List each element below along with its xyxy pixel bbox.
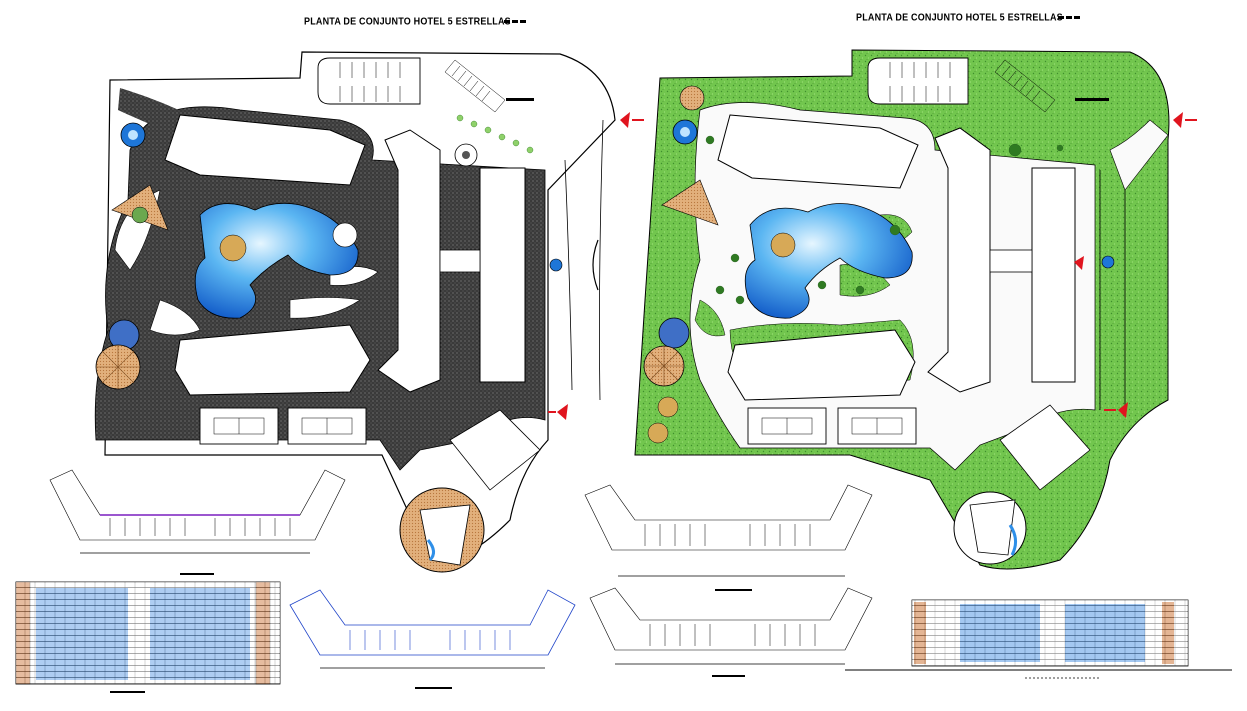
- floor-plan-left: [49, 469, 346, 575]
- floor-plan-blue: [289, 589, 576, 689]
- scale-bar-icon: [504, 20, 526, 23]
- site-plan-right: [634, 49, 1197, 570]
- elevation-right: [845, 599, 1232, 679]
- building-east-2: [479, 167, 526, 383]
- site-plan-left: [94, 51, 644, 573]
- pool-main-right: [744, 203, 913, 319]
- scale-bar-icon: [1058, 16, 1080, 19]
- elevation-left: [15, 581, 281, 693]
- building-north: [164, 114, 366, 186]
- pool-main: [194, 202, 359, 319]
- building-east-1: [377, 129, 441, 393]
- parking-north: [317, 57, 421, 105]
- floor-plan-mid-bottom: [589, 587, 873, 677]
- floor-plan-mid-top: [584, 484, 873, 591]
- north-arrow-icon: [548, 112, 644, 420]
- title-right-plan: PLANTA DE CONJUNTO HOTEL 5 ESTRELLAS: [856, 11, 1063, 23]
- title-left-plan: PLANTA DE CONJUNTO HOTEL 5 ESTRELLAS: [304, 15, 511, 27]
- building-south: [174, 324, 371, 396]
